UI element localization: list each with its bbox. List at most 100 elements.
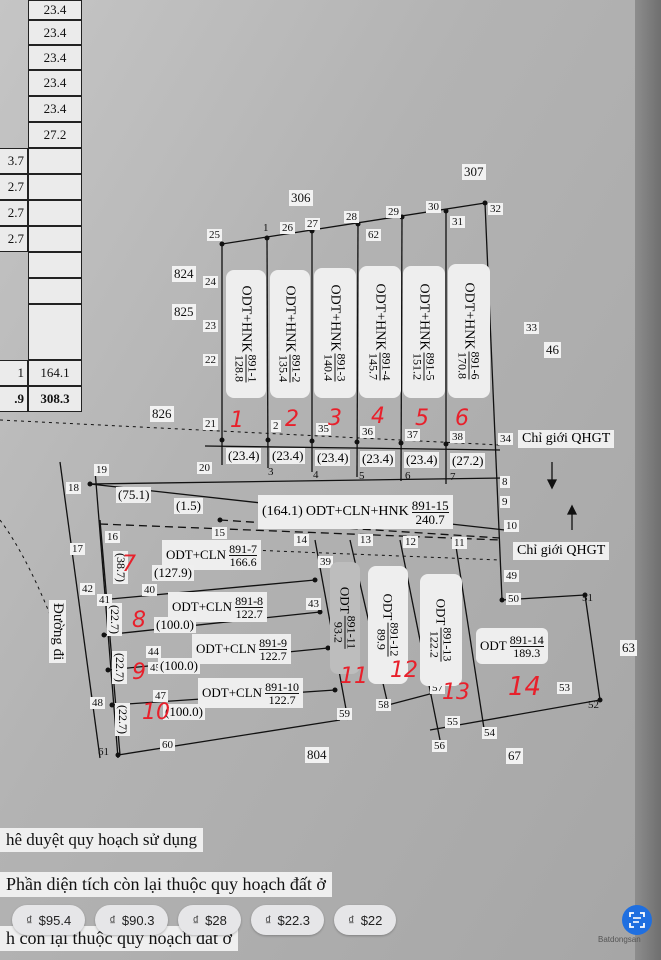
point-label: 51	[582, 592, 593, 604]
parcel-ref: 306	[289, 190, 313, 206]
price-pill[interactable]: ₫ $22	[334, 905, 397, 935]
price-label: $22.3	[277, 912, 311, 928]
price-pill-bar: ₫$95.4 ₫$90.3 ₫$28 ₫$22.3 ₫$22	[12, 905, 397, 935]
lot-number: 891-6	[468, 351, 483, 380]
point-label: 11	[452, 537, 467, 549]
lot-use-code: ODT+HNK	[373, 283, 388, 351]
currency-icon: ₫	[109, 912, 116, 928]
lot-use-code: ODT+CLN+HNK	[305, 504, 409, 519]
lot-total: 122.7	[259, 648, 287, 663]
table-cell	[28, 148, 82, 174]
side-length: (22.7)	[107, 603, 122, 636]
point-label: 17	[70, 543, 85, 555]
point-label: 12	[403, 536, 418, 548]
lot-use-code: ODT+CLN	[172, 599, 233, 614]
handwritten-mark: 3	[328, 406, 342, 431]
lot-area: 170.8	[455, 352, 470, 379]
price-pill[interactable]: ₫$95.4	[12, 905, 86, 935]
lot-total: 93.2	[331, 621, 346, 643]
lot-area: 140.4	[321, 354, 336, 381]
lot-area: 145.7	[366, 353, 381, 380]
road-area: (23.4)	[226, 448, 262, 464]
point-label: 30	[426, 201, 441, 213]
page-gutter	[635, 0, 661, 960]
table-cell: 23.4	[28, 96, 82, 122]
qhgt-label-top: Chỉ giới QHGT	[518, 430, 615, 448]
watermark: Batdongsan	[598, 935, 641, 944]
lot-total: 189.3	[513, 645, 541, 660]
table-cell	[28, 174, 82, 200]
table-cell: 23.4	[28, 0, 82, 20]
parcel-ref: 804	[305, 747, 329, 763]
lot-total: 166.6	[229, 554, 257, 569]
lot-number: 891-1	[245, 354, 260, 383]
table-cell	[28, 226, 82, 252]
price-pill[interactable]: ₫$22.3	[250, 905, 325, 935]
lot-number: 891-11	[344, 615, 359, 650]
road-area: (23.4)	[360, 451, 396, 467]
point-label: 5	[359, 470, 365, 482]
table-cell	[28, 278, 82, 304]
table-cell: 23.4	[28, 45, 82, 70]
side-length: (22.7)	[115, 703, 130, 736]
point-label: 47	[153, 690, 168, 702]
point-label: 32	[488, 203, 503, 215]
point-label: 59	[337, 708, 352, 720]
lot-area: (127.9)	[152, 565, 194, 581]
point-label: 60	[160, 739, 175, 751]
point-label: 2	[271, 420, 281, 432]
point-label: 49	[504, 570, 519, 582]
point-label: 24	[203, 276, 218, 288]
table-cell: .9	[0, 386, 28, 412]
price-pill[interactable]: ₫$28	[178, 905, 241, 935]
point-label: 35	[316, 423, 331, 435]
lot-number: 891-7	[229, 541, 258, 556]
point-label: 19	[94, 464, 109, 476]
point-label: 18	[66, 482, 81, 494]
price-pill[interactable]: ₫$90.3	[95, 905, 169, 935]
lot-use-code: ODT	[434, 598, 449, 626]
lot-use-code: ODT+CLN	[202, 685, 263, 700]
point-label: 54	[482, 727, 497, 739]
handwritten-mark: 8	[132, 608, 146, 633]
point-label: 40	[142, 584, 157, 596]
point-label: 36	[360, 426, 375, 438]
lot-use-code: ODT+CLN	[196, 641, 257, 656]
lot15-area-left: (75.1)	[116, 487, 152, 503]
point-label: 48	[90, 697, 105, 709]
currency-icon: ₫	[348, 912, 355, 928]
handwritten-mark: 11	[340, 664, 368, 689]
parcel-ref: 46	[544, 342, 561, 358]
lot-use-code: ODT+HNK	[283, 285, 298, 353]
point-label: 10	[504, 520, 519, 532]
lot-use-code: ODT+HNK	[328, 284, 343, 352]
lot-number: 891-8	[235, 593, 264, 608]
lot-use-code: ODT	[381, 593, 396, 621]
handwritten-mark: 9	[132, 660, 146, 685]
point-label: 4	[313, 469, 319, 481]
point-label: 62	[366, 229, 381, 241]
road-area: (23.4)	[404, 452, 440, 468]
handwritten-mark: 13	[442, 680, 470, 705]
price-label: $22	[360, 912, 383, 928]
handwritten-mark: 2	[285, 407, 299, 432]
currency-icon: ₫	[192, 912, 200, 928]
lot-area: 135.4	[276, 355, 291, 382]
image-search-button[interactable]	[622, 905, 652, 935]
point-label: 44	[146, 646, 161, 658]
handwritten-mark: 6	[455, 406, 469, 431]
parcel-ref: 67	[506, 748, 523, 764]
point-label: 33	[524, 322, 539, 334]
road-name: Đường đi	[49, 600, 66, 664]
table-cell: 2.7	[0, 226, 28, 252]
